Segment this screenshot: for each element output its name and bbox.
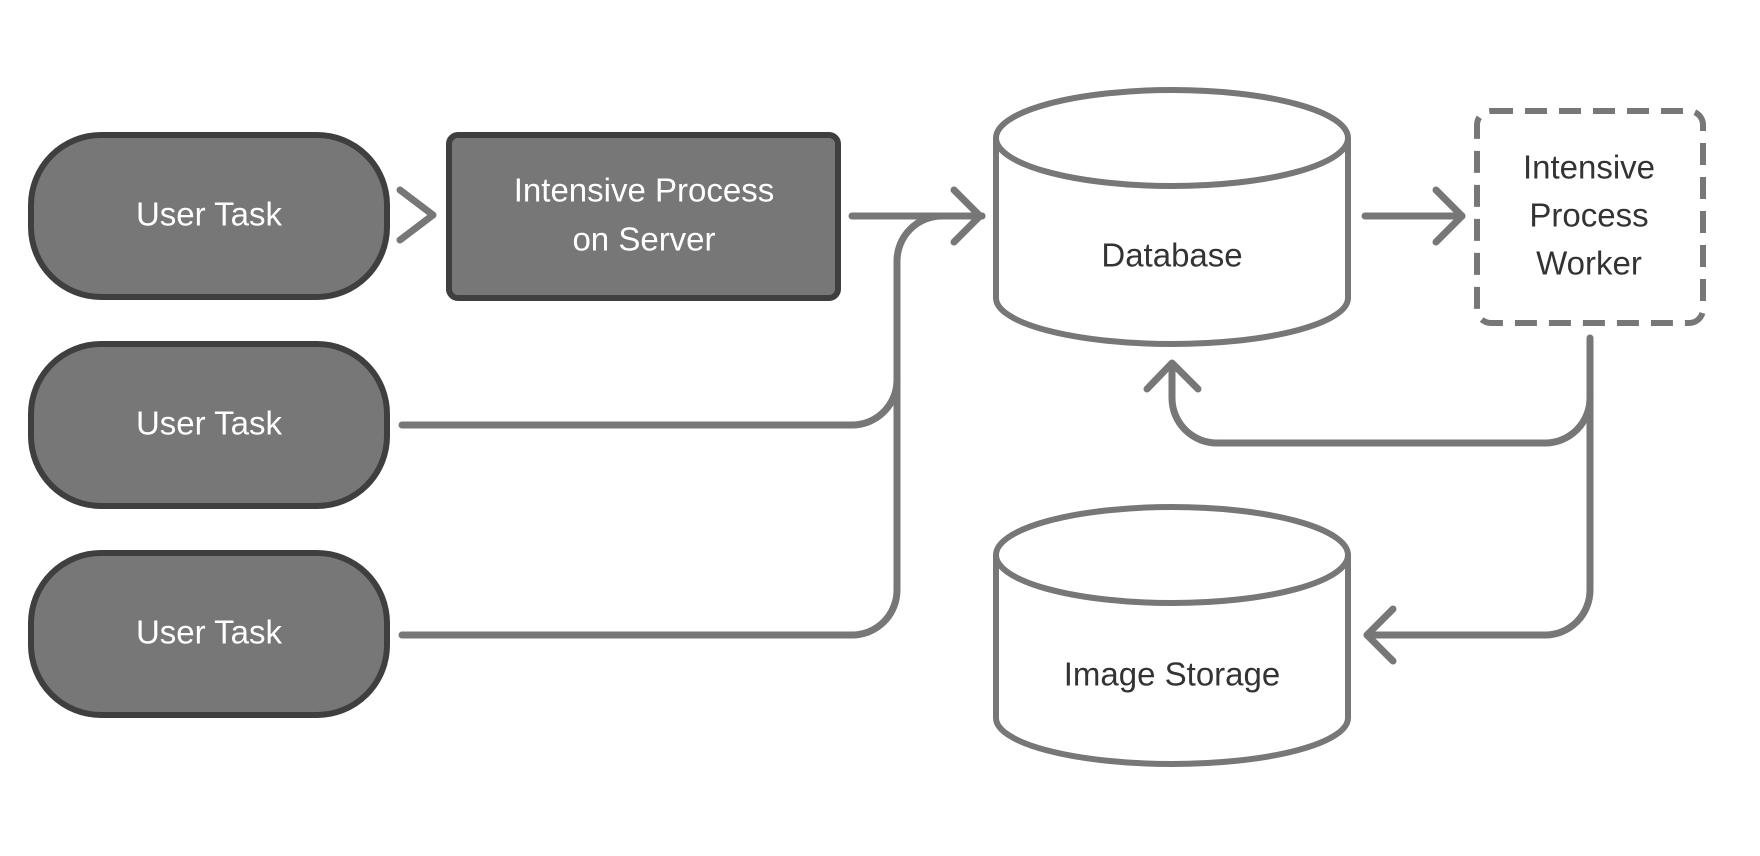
edge-worker-to-image-storage	[1363, 394, 1594, 639]
worker-label-line-2: Process	[1529, 197, 1648, 234]
server-label-line-1: Intensive Process	[514, 172, 774, 209]
edge-worker-to-database-arrowhead	[1143, 359, 1202, 393]
database-node: Database	[993, 87, 1351, 347]
edge-user-task-1-to-server	[396, 186, 437, 244]
user-task-node: User Task	[28, 341, 390, 509]
connectors	[396, 186, 1594, 665]
worker-label-line-1: Intensive	[1523, 149, 1655, 186]
image-storage-label: Image Storage	[1064, 656, 1280, 693]
user-task-node: User Task	[28, 132, 390, 300]
edge-user-task-3-to-database	[398, 376, 901, 639]
user-task-node: User Task	[28, 550, 390, 718]
worker-label-line-3: Worker	[1536, 245, 1642, 282]
user-task-label: User Task	[136, 614, 283, 651]
user-task-label: User Task	[136, 196, 283, 233]
server-label-line-2: on Server	[572, 221, 715, 258]
image-storage-node: Image Storage	[993, 504, 1351, 767]
edge-user-task-2-to-database	[398, 212, 986, 429]
database-label: Database	[1101, 237, 1242, 274]
edge-database-to-worker-arrowhead	[1432, 186, 1466, 246]
intensive-process-worker-node: Intensive Process Worker	[1474, 108, 1706, 326]
intensive-process-server-node: Intensive Process on Server	[446, 132, 841, 301]
user-task-label: User Task	[136, 405, 283, 442]
edge-worker-to-image-storage-arrowhead	[1363, 605, 1397, 665]
edge-worker-to-database	[1168, 334, 1594, 447]
